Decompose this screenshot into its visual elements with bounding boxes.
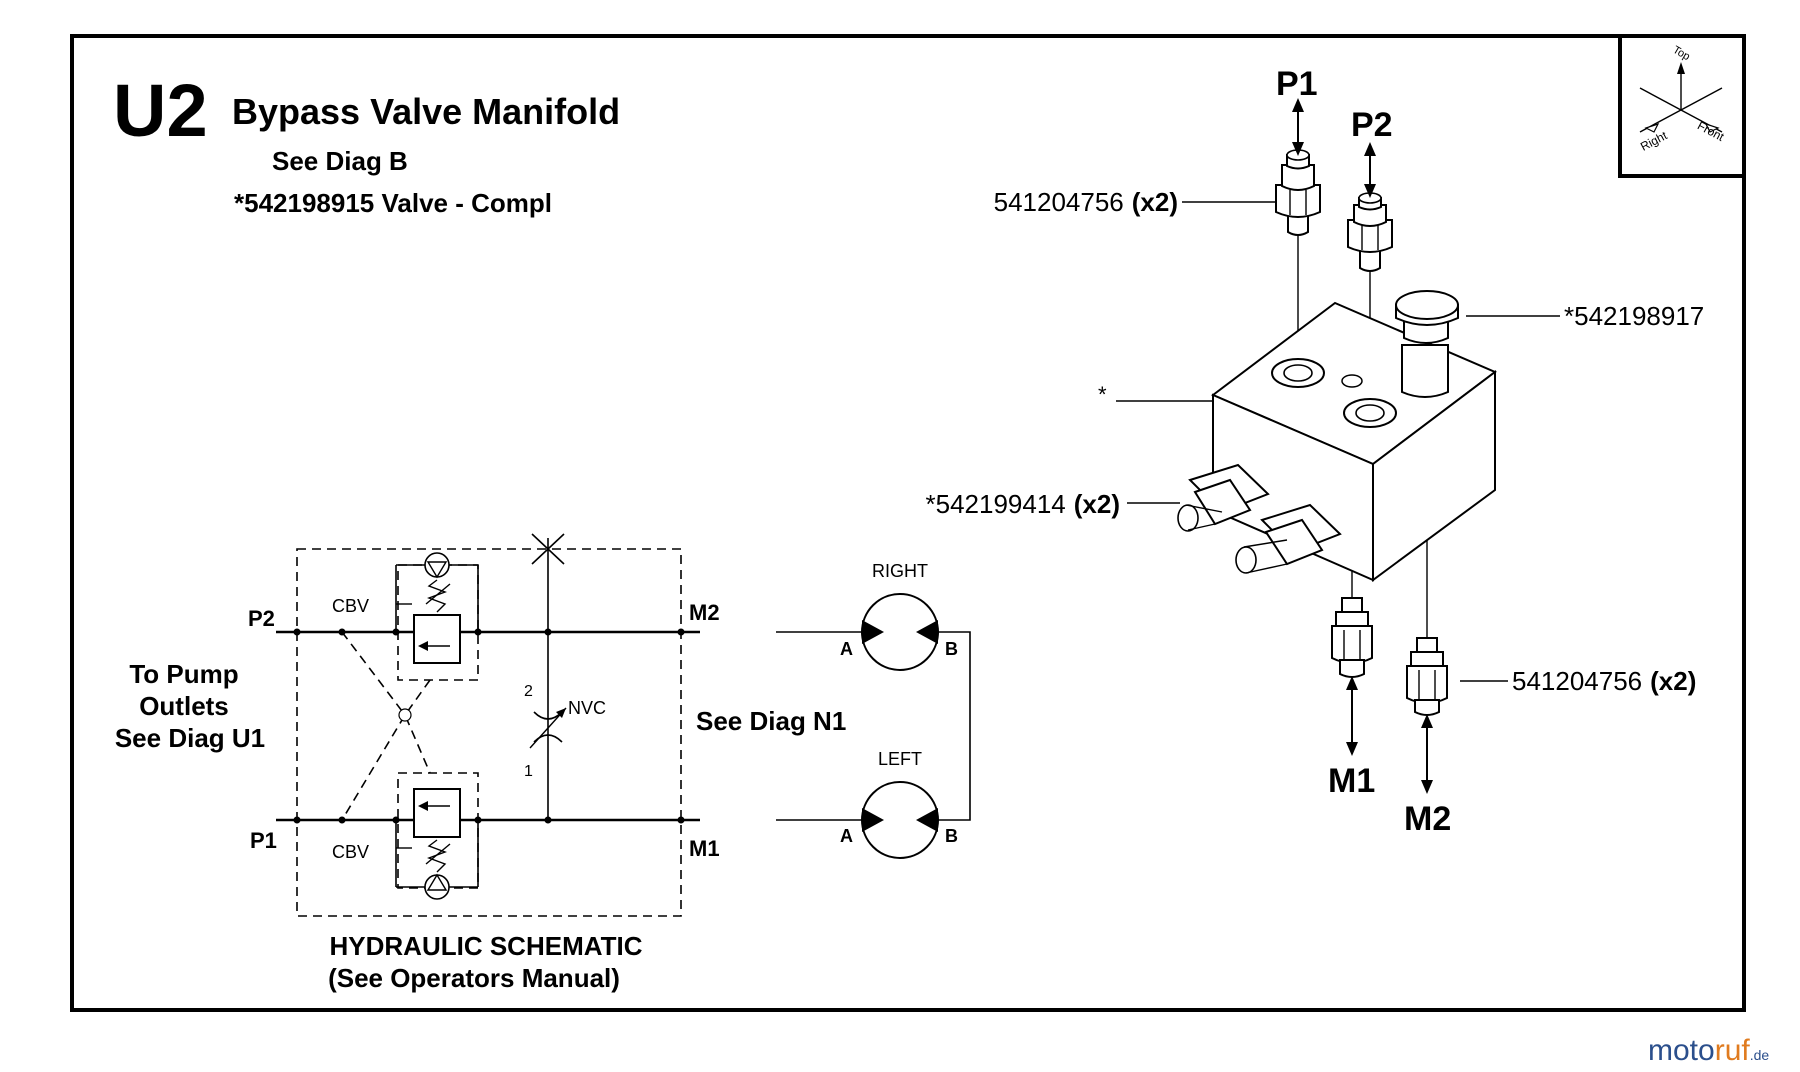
- port-label-m2: M2: [1404, 800, 1451, 838]
- motor-left-port-b: B: [945, 826, 958, 846]
- valve-part-number: *542198915 Valve - Compl: [234, 188, 552, 218]
- pump-outlets-line-3: See Diag U1: [115, 723, 265, 753]
- orientation-indicator: Top Right Front: [1618, 34, 1746, 178]
- side-fitting-1: [1177, 463, 1270, 532]
- diagram-border: [70, 34, 1746, 1012]
- diagram-see-ref: See Diag B: [272, 146, 408, 176]
- wheel-motors: RIGHT LEFT A B A B: [776, 561, 971, 859]
- motor-right-label: RIGHT: [872, 561, 928, 581]
- schematic-label-2: 2: [524, 683, 533, 700]
- upper-fitting-p2: [1347, 192, 1393, 272]
- motor-right: [861, 593, 939, 671]
- motor-left-label: LEFT: [878, 749, 922, 769]
- manifold-body: [1211, 301, 1497, 582]
- schematic-label-cbv-top: CBV: [332, 596, 369, 616]
- motor-right-port-b: B: [945, 639, 958, 659]
- side-fitting-2: [1235, 503, 1342, 574]
- schematic-label-m1: M1: [689, 836, 720, 861]
- schematic-label-m2: M2: [689, 600, 720, 625]
- callouts: 541204756(x2) *542198917 * *542199414(x2…: [925, 187, 1704, 696]
- schematic-label-nvc: NVC: [568, 698, 606, 718]
- watermark-logo: motoruf.de: [1648, 1034, 1769, 1067]
- schematic-label-p1: P1: [250, 828, 277, 853]
- counterbalance-valve-upper: [360, 552, 479, 664]
- callout-side-fitting: *542199414(x2): [925, 489, 1120, 519]
- motor-left: [861, 781, 939, 859]
- pump-outlets-line-1: To Pump: [129, 659, 238, 689]
- port-label-p2: P2: [1351, 106, 1393, 144]
- port-arrows: [1292, 98, 1433, 794]
- see-diag-n1: See Diag N1: [696, 706, 846, 736]
- diagram-code: U2: [113, 69, 208, 152]
- schematic-subtitle: (See Operators Manual): [328, 963, 620, 993]
- relief-cap-part: [1395, 290, 1459, 398]
- pump-outlets-line-2: Outlets: [139, 691, 229, 721]
- counterbalance-valve-lower: [360, 788, 479, 900]
- watermark-part-3: .de: [1750, 1047, 1770, 1063]
- port-label-m1: M1: [1328, 762, 1375, 800]
- schematic-label-p2: P2: [248, 606, 275, 631]
- watermark-part-1: moto: [1648, 1034, 1715, 1067]
- hydraulic-schematic: P2 P1 M2 M1 CBV CBV NVC 2 1 To Pump Outl…: [115, 533, 846, 993]
- watermark-part-2: ruf: [1715, 1034, 1751, 1067]
- diagram-title: Bypass Valve Manifold: [232, 91, 620, 132]
- motor-right-port-a: A: [840, 639, 853, 659]
- schematic-label-1: 1: [524, 763, 533, 780]
- upper-fitting-p1: [1275, 149, 1321, 236]
- callout-lower-fitting: 541204756(x2): [1512, 666, 1696, 696]
- callout-upper-fitting: 541204756(x2): [994, 187, 1178, 217]
- manifold-assembly: P1 P2 M1 M2: [1177, 65, 1497, 838]
- lower-fitting-m2: [1406, 637, 1448, 716]
- schematic-title: HYDRAULIC SCHEMATIC: [330, 931, 643, 961]
- schematic-label-cbv-bottom: CBV: [332, 842, 369, 862]
- port-label-p1: P1: [1276, 65, 1318, 103]
- motor-left-port-a: A: [840, 826, 853, 846]
- callout-manifold-body: *: [1098, 382, 1107, 407]
- callout-relief-cap: *542198917: [1564, 301, 1704, 331]
- lower-fitting-m1: [1331, 597, 1373, 678]
